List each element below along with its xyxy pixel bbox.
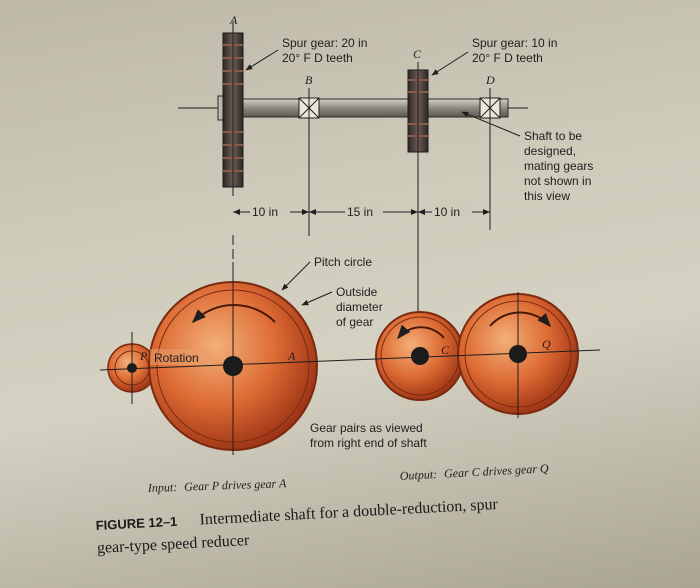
- view-note-line1: Gear pairs as viewed: [310, 421, 423, 435]
- input-note: Input: Gear P drives gear A: [147, 476, 288, 495]
- shaft-note-line4: not shown in: [524, 174, 591, 188]
- shaft: [217, 98, 509, 118]
- label-bearing-d: D: [485, 73, 495, 87]
- end-view-centerline: [99, 349, 601, 371]
- output-text: Gear C drives gear Q: [444, 461, 550, 480]
- gear-q-end: [457, 292, 579, 418]
- gear-a-side: [222, 22, 244, 196]
- callout-rotation: Rotation: [150, 349, 214, 365]
- dimension-line: 10 in 15 in 10 in: [233, 204, 490, 219]
- shaft-note-line5: this view: [524, 189, 570, 203]
- gear-c-spec-line2: 20° F D teeth: [472, 51, 543, 65]
- gear-c-spec-line1: Spur gear: 10 in: [472, 36, 557, 50]
- label-gear-c: C: [413, 47, 422, 61]
- gear-a-spec-line1: Spur gear: 20 in: [282, 36, 367, 50]
- side-view: A B C D Spur gear: 20 in 20° F D teeth S…: [178, 13, 593, 236]
- callout-gear-c-spec: Spur gear: 10 in 20° F D teeth: [431, 36, 557, 76]
- label-gear-a: A: [229, 13, 238, 27]
- bearing-d: [479, 88, 501, 230]
- shaft-note-line1: Shaft to be: [524, 129, 582, 143]
- callout-pitch-circle: Pitch circle: [281, 255, 372, 291]
- callout-shaft: Shaft to be designed, mating gears not s…: [461, 111, 593, 203]
- shaft-note-line3: mating gears: [524, 159, 593, 173]
- bearing-b: [298, 88, 320, 236]
- label-gear-a-end: A: [287, 349, 296, 363]
- callout-view-note: Gear pairs as viewed from right end of s…: [310, 421, 427, 450]
- input-text: Gear P drives gear A: [184, 476, 287, 494]
- outside-dia-line1: Outside: [336, 285, 378, 299]
- gear-a-spec-line2: 20° F D teeth: [282, 51, 353, 65]
- end-view: P A C Q Rotation Pitch circle Outside di…: [99, 235, 601, 455]
- callout-outside-diameter: Outside diameter of gear: [301, 285, 383, 329]
- output-note: Output: Gear C drives gear Q: [399, 461, 549, 483]
- figure-caption: FIGURE 12–1 Intermediate shaft for a dou…: [95, 496, 499, 557]
- callout-gear-a-spec: Spur gear: 20 in 20° F D teeth: [245, 36, 367, 71]
- pitch-circle-label: Pitch circle: [314, 255, 372, 269]
- gear-a-end: [148, 262, 318, 455]
- gear-c-side: [407, 62, 429, 236]
- label-bearing-b: B: [305, 73, 313, 87]
- caption-line1: Intermediate shaft for a double-reductio…: [199, 496, 499, 529]
- input-prefix: Input:: [147, 480, 178, 495]
- dim-ab: 10 in: [252, 205, 278, 219]
- label-gear-q: Q: [542, 337, 551, 351]
- label-gear-c-end: C: [441, 343, 450, 357]
- outside-dia-line3: of gear: [336, 315, 373, 329]
- view-note-line2: from right end of shaft: [310, 436, 427, 450]
- dim-bc: 15 in: [347, 205, 373, 219]
- rotation-label: Rotation: [154, 351, 199, 365]
- caption-line2: gear-type speed reducer: [97, 532, 251, 557]
- shaft-note-line2: designed,: [524, 144, 576, 158]
- output-prefix: Output:: [399, 467, 437, 483]
- drive-notes: Input: Gear P drives gear A Output: Gear…: [147, 461, 550, 495]
- label-gear-p: P: [139, 349, 148, 363]
- figure-number: FIGURE 12–1: [95, 514, 177, 533]
- dim-cd: 10 in: [434, 205, 460, 219]
- outside-dia-line2: diameter: [336, 300, 383, 314]
